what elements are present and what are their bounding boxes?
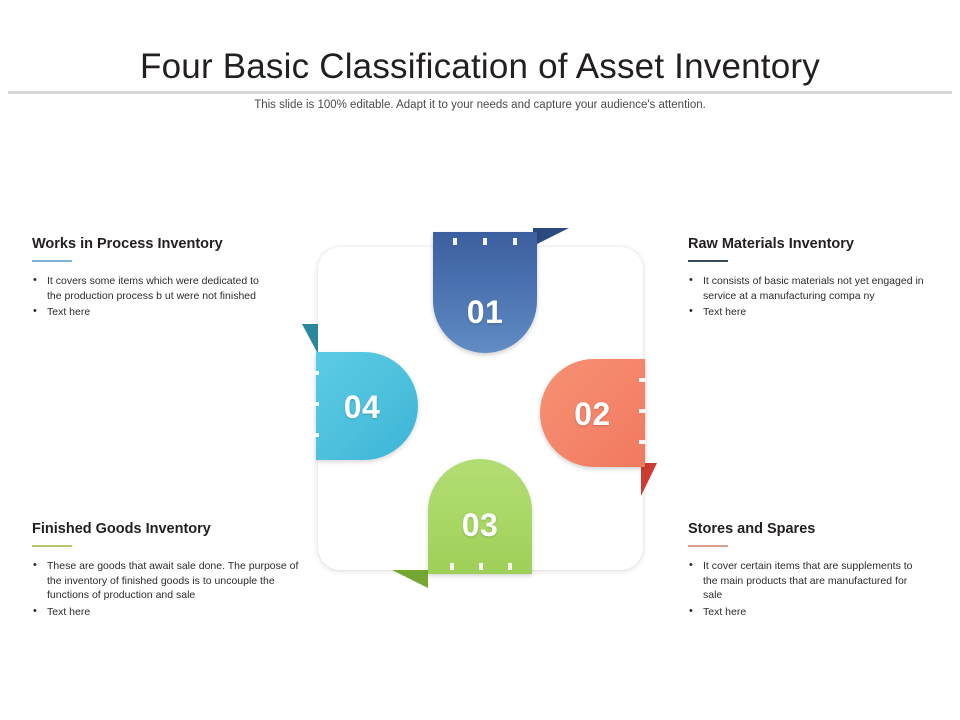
bullet-glyph: •: [689, 274, 693, 286]
panel-bullet-list: • It covers some items which were dedicat…: [32, 274, 270, 320]
page-subtitle: This slide is 100% editable. Adapt it to…: [254, 99, 706, 111]
petal-number-03: 03: [461, 507, 499, 543]
petal-tick: [639, 440, 646, 444]
petal-tick: [639, 409, 646, 413]
panel-heading: Raw Materials Inventory: [688, 236, 854, 252]
four-petal-diagram: 01 02 03 04: [300, 222, 662, 592]
petal-tick: [483, 238, 487, 245]
title-divider: [8, 91, 952, 94]
petal-tick: [450, 563, 454, 570]
petal-tick: [312, 371, 319, 375]
list-item: • It cover certain items that are supplem…: [688, 559, 926, 603]
panel-heading: Stores and Spares: [688, 521, 816, 537]
petal-body-03: [428, 459, 532, 574]
list-item: • Text here: [688, 305, 926, 320]
bullet-glyph: •: [689, 604, 693, 617]
panel-works-in-process: Works in Process Inventory • It covers so…: [32, 236, 270, 322]
bullet-glyph: •: [689, 559, 693, 571]
panel-finished-goods: Finished Goods Inventory • These are good…: [32, 521, 304, 621]
petal-tick: [312, 433, 319, 437]
list-item-text: It covers some items which were dedicate…: [47, 275, 259, 302]
list-item: • Text here: [688, 605, 926, 620]
bullet-glyph: •: [33, 559, 37, 571]
petal-number-04: 04: [343, 389, 381, 425]
panel-accent-underline: [32, 260, 72, 262]
panel-accent-underline: [688, 260, 728, 262]
list-item-text: Text here: [47, 605, 91, 618]
diagram-petal-01[interactable]: 01: [433, 228, 569, 353]
petal-body-04: [316, 352, 418, 460]
list-item: • It consists of basic materials not yet …: [688, 274, 926, 303]
bullet-glyph: •: [689, 305, 693, 317]
panel-bullet-list: • It cover certain items that are supplem…: [688, 559, 926, 619]
list-item-text: It consists of basic materials not yet e…: [703, 275, 924, 302]
petal-number-02: 02: [574, 396, 611, 432]
panel-stores-spares: Stores and Spares • It cover certain item…: [688, 521, 926, 621]
list-item-text: These are goods that await sale done. Th…: [47, 560, 299, 601]
petal-tick: [312, 402, 319, 406]
list-item-text: Text here: [703, 605, 747, 618]
list-item-text: Text here: [47, 306, 91, 318]
petal-tick: [639, 378, 646, 382]
list-item: • Text here: [32, 605, 304, 620]
list-item: • It covers some items which were dedicat…: [32, 274, 270, 303]
panel-accent-underline: [32, 545, 72, 547]
diagram-petal-02[interactable]: 02: [540, 359, 657, 496]
page-title: Four Basic Classification of Asset Inven…: [140, 47, 820, 86]
petal-tick: [479, 563, 483, 570]
petal-tail-04: [302, 324, 318, 354]
list-item-text: Text here: [703, 306, 747, 318]
slide-header: Four Basic Classification of Asset Inven…: [0, 0, 960, 120]
panel-raw-materials: Raw Materials Inventory • It consists of …: [688, 236, 926, 322]
list-item: • These are goods that await sale done. T…: [32, 559, 304, 603]
petal-tail-01: [533, 228, 569, 246]
petal-tick: [508, 563, 512, 570]
panel-heading: Finished Goods Inventory: [32, 521, 211, 537]
diagram-petal-04[interactable]: 04: [302, 324, 418, 460]
petal-number-01: 01: [466, 294, 504, 330]
panel-bullet-list: • These are goods that await sale done. T…: [32, 559, 304, 619]
petal-tail-02: [641, 463, 657, 496]
bullet-glyph: •: [33, 274, 37, 286]
petal-tail-03: [392, 570, 428, 588]
list-item: • Text here: [32, 305, 270, 320]
list-item-text: It cover certain items that are suppleme…: [703, 560, 913, 601]
petal-body-02: [540, 359, 645, 467]
panel-bullet-list: • It consists of basic materials not yet …: [688, 274, 926, 320]
bullet-glyph: •: [33, 604, 37, 617]
panel-accent-underline: [688, 545, 728, 547]
petal-tick: [453, 238, 457, 245]
petal-tick: [513, 238, 517, 245]
bullet-glyph: •: [33, 305, 37, 317]
diagram-petal-03[interactable]: 03: [392, 459, 532, 588]
panel-heading: Works in Process Inventory: [32, 236, 223, 252]
petal-body-01: [433, 232, 537, 353]
